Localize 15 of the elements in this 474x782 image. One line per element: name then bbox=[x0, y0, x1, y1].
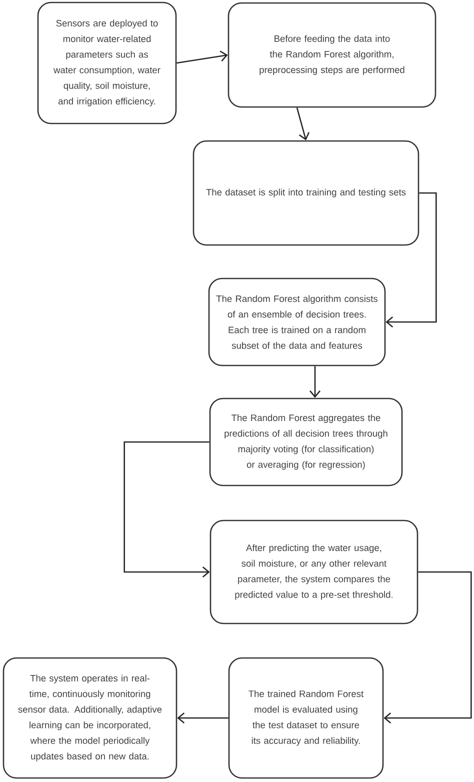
arrow bbox=[296, 107, 310, 140]
process-box: Before feeding the data into the Random Forest algorithm, preprocessing steps are performed bbox=[228, 2, 436, 108]
process-box: The trained Random Forest model is evaluated using the test dataset to ensure its accuracy and reliability. bbox=[228, 657, 384, 779]
arrow bbox=[124, 441, 210, 578]
process-box: The system operates in real-time, continuously monitoring sensor data. Additionally, adaptive learning can be incorporated, where the model periodically updates based on new data. bbox=[2, 657, 178, 779]
arrow bbox=[386, 192, 437, 328]
arrow bbox=[176, 50, 228, 64]
arrow bbox=[384, 571, 472, 724]
process-box: The Random Forest algorithm consists of an ensemble of decision trees. Each tree is trained on a random subset of the data and features bbox=[208, 278, 386, 366]
process-box: The dataset is split into training and testing sets bbox=[192, 140, 420, 246]
process-box: After predicting the water usage, soil moisture, or any other relevant parameter, the system compares the predicted value to a pre-set threshold. bbox=[210, 520, 418, 624]
arrow bbox=[177, 712, 228, 724]
arrow bbox=[310, 366, 320, 398]
process-box: The Random Forest aggregates the predictions of all decision trees through majority voting (for classification) or averaging (for regression) bbox=[209, 398, 403, 486]
process-box: Sensors are deployed to monitor water-related parameters such as water consumption, water quality, soil moisture, and irrigation efficiency. bbox=[37, 2, 177, 124]
